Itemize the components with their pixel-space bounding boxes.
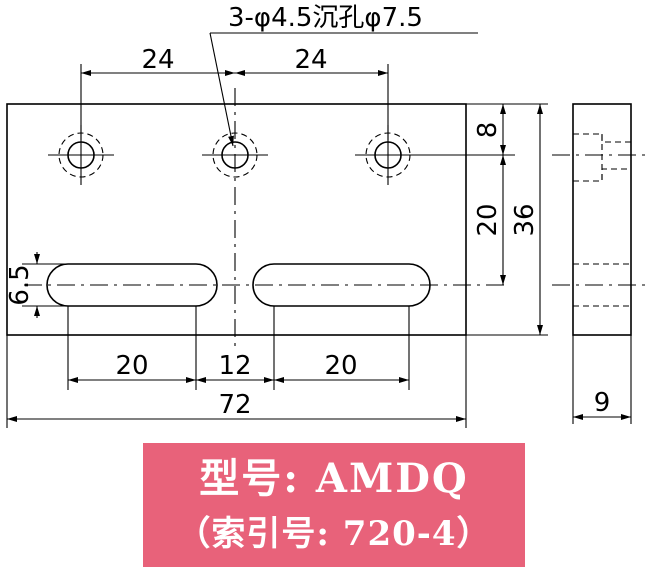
dim-top-left-label: 24	[141, 45, 174, 75]
side-view-hidden-lines	[552, 133, 650, 307]
side-view-outline	[572, 103, 632, 336]
hole-note-label: 3-φ4.5沉孔φ7.5	[228, 3, 423, 33]
dim-total-width	[6, 335, 467, 428]
dim-slot-gap-label: 12	[218, 351, 251, 381]
dim-total-width-label: 72	[218, 390, 251, 420]
model-banner: 型号: AMDQ （索引号: 720-4）	[143, 443, 525, 567]
model-label: 型号: AMDQ	[199, 455, 469, 502]
dim-thickness-label: 9	[594, 388, 611, 418]
technical-drawing: 3-φ4.5沉孔φ7.5 24 24 6.5 8 20 36 20 12 20	[5, 3, 650, 428]
dim-thickness	[572, 335, 632, 424]
dim-slot-height-label: 6.5	[5, 264, 35, 305]
dim-bottom-slots	[67, 306, 410, 390]
dim-slot-left-label: 20	[115, 351, 148, 381]
index-label: （索引号: 720-4）	[176, 514, 492, 554]
dim-hole-slot-label: 20	[473, 203, 503, 236]
dim-total-height-label: 36	[510, 203, 540, 236]
dim-hole-offset-label: 8	[473, 122, 503, 139]
front-view-outline	[6, 103, 467, 336]
hole-note-leader	[209, 32, 478, 147]
dim-top	[80, 64, 389, 140]
dim-right	[466, 103, 548, 336]
dim-top-right-label: 24	[294, 45, 327, 75]
dim-slot-right-label: 20	[324, 351, 357, 381]
counterbore-hole-middle	[202, 132, 268, 178]
dim-slot-height	[22, 252, 68, 318]
